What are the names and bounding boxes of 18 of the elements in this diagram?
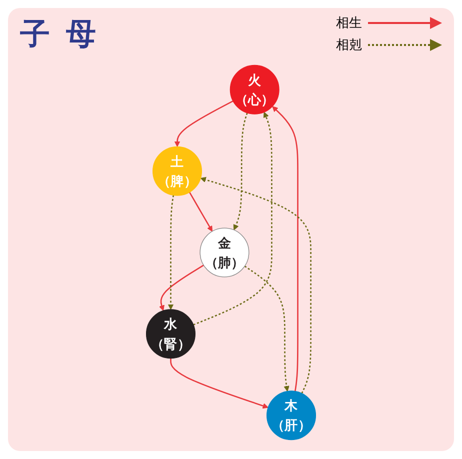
node-circle: 金 （肺） (200, 228, 250, 278)
arrow (193, 112, 272, 326)
arrow (174, 100, 234, 147)
arrow (170, 358, 268, 409)
legend-label: 相生 (336, 15, 362, 32)
arrow (168, 195, 174, 310)
arrow (244, 266, 290, 392)
heading-label: 子 (20, 16, 50, 54)
node-circle: 木 （肝） (266, 390, 316, 440)
arrow (188, 192, 212, 232)
heading-label: 母 (66, 16, 96, 54)
node-circle: 土 （脾） (152, 146, 202, 196)
arrow (158, 264, 204, 311)
arrow (233, 112, 248, 230)
node-circle: 水 （腎） (146, 309, 196, 359)
arrow (272, 106, 298, 392)
node-circle: 火 （心） (230, 64, 280, 114)
legend-label: 相剋 (336, 37, 362, 54)
